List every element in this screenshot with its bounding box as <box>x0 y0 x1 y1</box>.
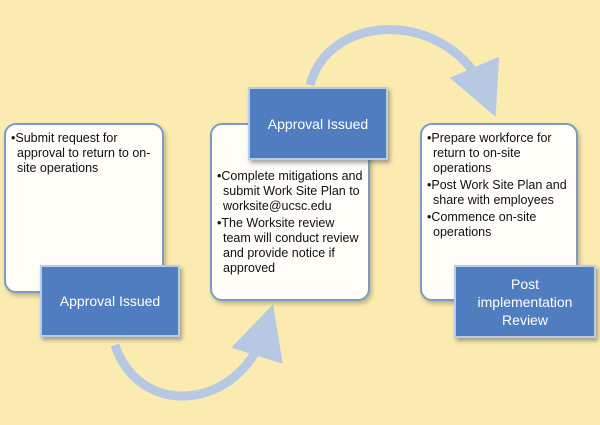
step-item: Submit request for approval to return to… <box>11 131 158 176</box>
stage-label-left: Approval Issued <box>40 265 180 337</box>
step-item: Commence on-site operations <box>427 210 572 240</box>
step-item: Post Work Site Plan and share with emplo… <box>427 178 572 208</box>
arrow-bottom <box>110 304 283 401</box>
step-item: Complete mitigations and submit Work Sit… <box>217 169 364 214</box>
step-item: The Worksite review team will conduct re… <box>217 216 364 276</box>
step-card-left: Submit request for approval to return to… <box>4 123 164 293</box>
step-item: Prepare workforce for return to on-site … <box>427 131 572 176</box>
arrow-top <box>305 25 500 117</box>
stage-label-middle: Approval Issued <box>248 87 388 160</box>
stage-label-right: Post implementation Review <box>454 265 596 338</box>
